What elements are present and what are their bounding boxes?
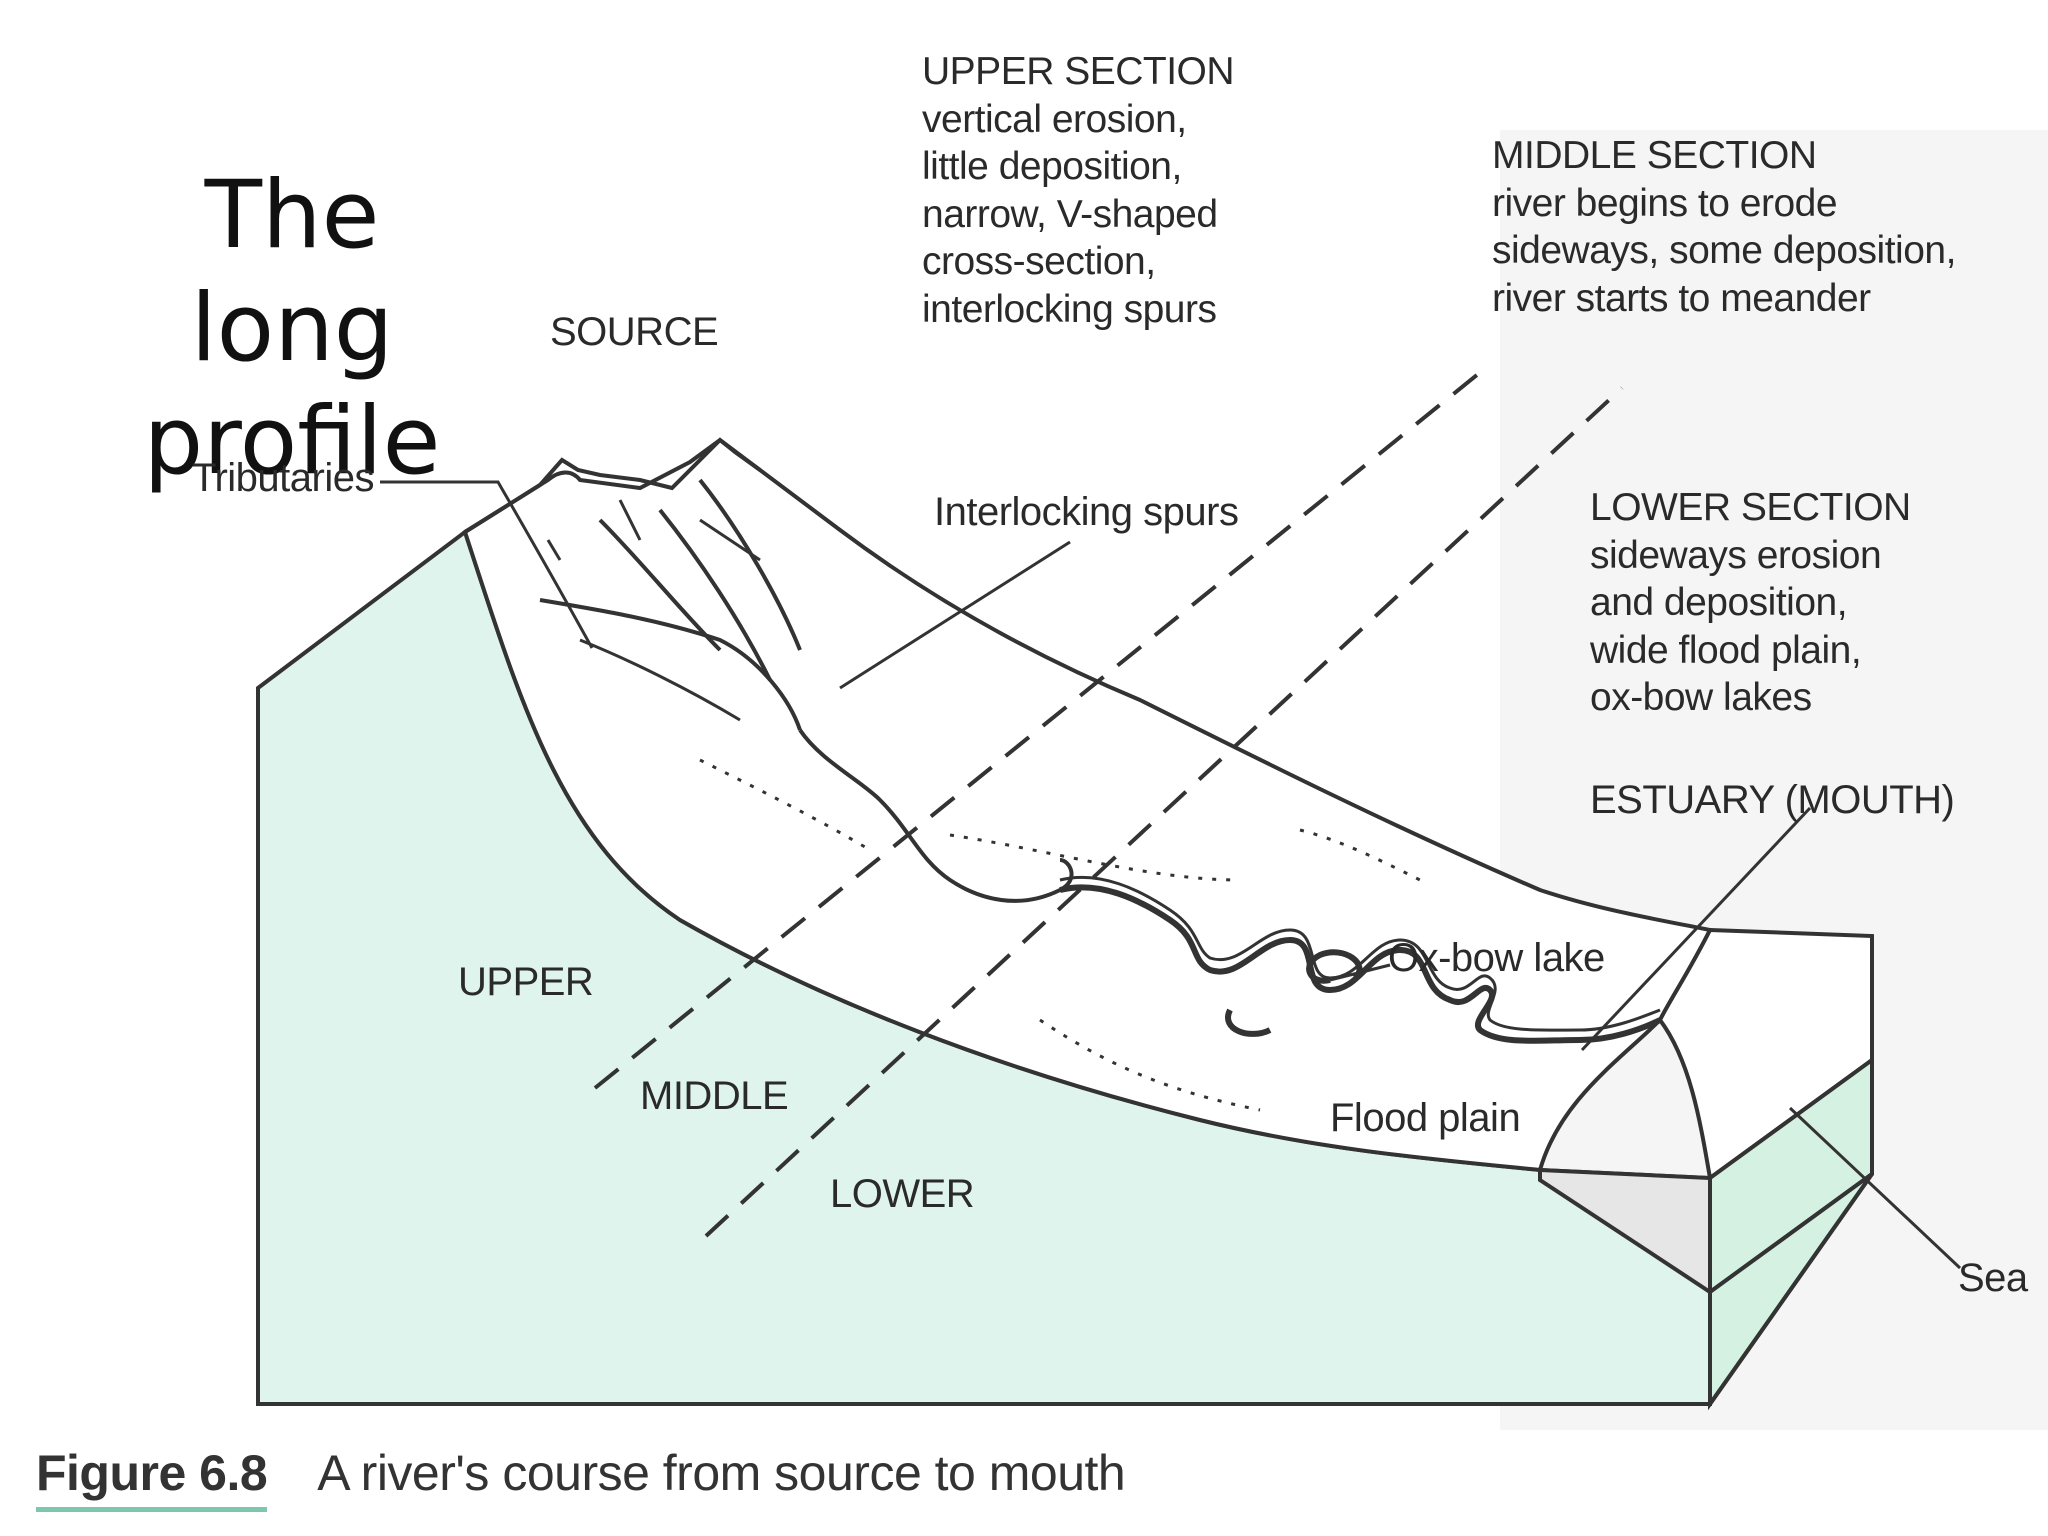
upper-section-line: interlocking spurs bbox=[922, 287, 1217, 331]
tributary-3 bbox=[658, 508, 772, 681]
tributary-1 bbox=[539, 598, 802, 731]
figure-caption: Figure 6.8 A river's course from source t… bbox=[36, 1444, 1126, 1512]
tributaries-label: Tributaries bbox=[192, 456, 374, 500]
river-banks bbox=[1059, 875, 1661, 1032]
lower-section-line: sideways erosion bbox=[1590, 533, 1882, 577]
interlocking-spurs-label: Interlocking spurs bbox=[934, 490, 1239, 534]
upper-section-heading: UPPER SECTION bbox=[922, 50, 1235, 93]
mountain-ridge bbox=[463, 437, 762, 534]
tributaries-leader bbox=[380, 480, 594, 649]
estuary-leader bbox=[1580, 806, 1812, 1052]
middle-section-heading: MIDDLE SECTION bbox=[1492, 134, 1817, 177]
lower-section-line: and deposition, bbox=[1590, 581, 1848, 625]
upper-section-text: UPPER SECTION vertical erosion, little d… bbox=[922, 48, 1235, 333]
boundary-middle-lower bbox=[704, 386, 1624, 1238]
middle-section-text: MIDDLE SECTION river begins to erode sid… bbox=[1492, 132, 1956, 322]
tributary-2 bbox=[598, 518, 722, 652]
upper-section-line: vertical erosion, bbox=[922, 97, 1187, 141]
middle-section-line: river starts to meander bbox=[1492, 276, 1871, 320]
sea-leader bbox=[1788, 1106, 1962, 1270]
sea-top bbox=[1657, 927, 1874, 1182]
lower-section-heading: LOWER SECTION bbox=[1590, 486, 1911, 529]
zone-lower-label: LOWER bbox=[830, 1172, 975, 1216]
middle-section-line: river begins to erode bbox=[1492, 181, 1838, 225]
zone-middle-label: MIDDLE bbox=[640, 1074, 789, 1118]
sea-base bbox=[1708, 1172, 1874, 1406]
zone-upper-label: UPPER bbox=[458, 960, 594, 1004]
figure-description: A river's course from source to mouth bbox=[317, 1445, 1126, 1501]
oxbow-leader bbox=[1329, 963, 1391, 982]
lower-section-line: ox-bow lakes bbox=[1590, 676, 1812, 720]
lower-section-line: wide flood plain, bbox=[1590, 628, 1862, 672]
upper-section-line: narrow, V-shaped bbox=[922, 192, 1218, 236]
estuary-label: ESTUARY (MOUTH) bbox=[1590, 778, 1955, 822]
oxbow-lake-2 bbox=[1225, 1008, 1272, 1037]
middle-section-line: sideways, some deposition, bbox=[1492, 229, 1956, 273]
tributary-4 bbox=[698, 478, 802, 651]
interlocking-spurs-leader bbox=[839, 540, 1071, 690]
source-label: SOURCE bbox=[550, 310, 719, 354]
tributary-5 bbox=[579, 638, 741, 722]
river-meanders bbox=[1059, 884, 1662, 1044]
flood-plain-label: Flood plain bbox=[1330, 1096, 1521, 1140]
upper-section-line: little deposition, bbox=[922, 145, 1182, 189]
oxbow-label: Ox-bow lake bbox=[1388, 936, 1605, 980]
oxbow-lake bbox=[1306, 949, 1363, 984]
upper-section-line: cross-section, bbox=[922, 240, 1156, 284]
figure-number: Figure 6.8 bbox=[36, 1445, 268, 1512]
page-title: The long profile bbox=[143, 161, 441, 496]
sea-label: Sea bbox=[1958, 1256, 2028, 1300]
lower-section-text: LOWER SECTION sideways erosion and depos… bbox=[1590, 484, 1911, 722]
